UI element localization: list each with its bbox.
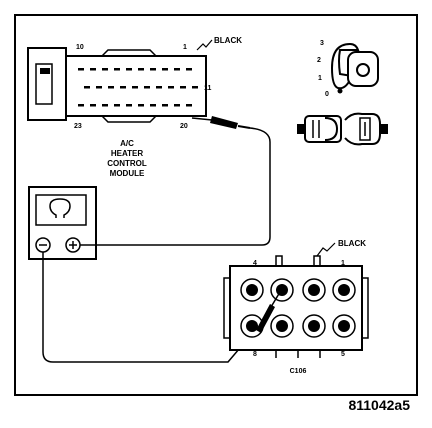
module-pin-slot — [150, 104, 156, 107]
module-pin-slot — [114, 68, 120, 71]
c106-pin-8: 8 — [253, 351, 257, 358]
c106-terminal — [246, 320, 258, 332]
module-pin-11: 11 — [204, 85, 212, 92]
module-pin-23: 23 — [74, 123, 82, 130]
module-pin-slot — [156, 86, 162, 89]
module-pin-slot — [186, 68, 192, 71]
module-name-2: HEATER — [111, 149, 144, 158]
c106-terminal — [276, 284, 288, 296]
c106-pin-4: 4 — [253, 260, 257, 267]
c106-terminal — [246, 284, 258, 296]
module-pin-slot — [180, 86, 186, 89]
connector-disconnect-icon — [297, 112, 388, 146]
c106-terminal — [338, 284, 350, 296]
module-pin-slot — [132, 86, 138, 89]
module-pin-slot — [90, 104, 96, 107]
module-pin-10: 10 — [76, 44, 84, 51]
c106-connector — [223, 255, 369, 358]
module-name-1: A/C — [120, 139, 134, 148]
c106-terminal — [338, 320, 350, 332]
module-pin-slot — [150, 68, 156, 71]
module-pin-slot — [186, 104, 192, 107]
c106-pin-cavities — [240, 278, 356, 338]
c106-wire-leader — [316, 242, 336, 257]
c106-terminal — [308, 320, 320, 332]
c106-pin-1: 1 — [341, 260, 345, 267]
module-pin-slot — [162, 104, 168, 107]
module-pin-slot — [162, 68, 168, 71]
ignition-pos-0: 0 — [325, 91, 329, 98]
negative-test-lead — [42, 252, 263, 363]
minus-terminal-icon — [35, 237, 51, 253]
module-pin-slot — [102, 104, 108, 107]
module-connector — [27, 47, 207, 123]
diagram-frame — [14, 14, 418, 396]
c106-terminal — [308, 284, 320, 296]
module-name-4: MODULE — [110, 169, 145, 178]
ignition-pos-3: 3 — [320, 40, 324, 47]
module-pin-slot — [90, 68, 96, 71]
module-pin-slot — [120, 86, 126, 89]
module-pin-slot — [174, 104, 180, 107]
module-pin-slot — [192, 86, 198, 89]
module-pin-slot — [78, 104, 84, 107]
module-name-3: CONTROL — [107, 159, 147, 168]
module-pin-slot — [138, 68, 144, 71]
c106-probe — [256, 291, 281, 333]
module-pin-slot — [126, 68, 132, 71]
module-pin-slot — [84, 86, 90, 89]
module-wire-color: BLACK — [214, 36, 242, 45]
ignition-pos-1: 1 — [318, 75, 322, 82]
module-pin-rows — [78, 68, 198, 107]
module-pin-slot — [168, 86, 174, 89]
module-pin-slot — [114, 104, 120, 107]
module-wire-leader — [196, 39, 213, 51]
plus-terminal-icon — [65, 237, 81, 253]
ignition-switch-icon — [330, 42, 379, 94]
module-pin-20: 20 — [180, 123, 188, 130]
c106-pin-5: 5 — [341, 351, 345, 358]
c106-label: C106 — [290, 368, 307, 375]
module-pin-slot — [174, 68, 180, 71]
ohm-symbol-icon — [49, 198, 71, 218]
ignition-pos-2: 2 — [317, 57, 321, 64]
module-pin-slot — [138, 104, 144, 107]
module-pin-slot — [78, 68, 84, 71]
module-pin-slot — [126, 104, 132, 107]
module-pin-slot — [108, 86, 114, 89]
figure-id: 811042a5 — [348, 397, 410, 413]
module-pin-slot — [144, 86, 150, 89]
module-pin-1: 1 — [183, 44, 187, 51]
module-pin-slot — [102, 68, 108, 71]
c106-terminal — [276, 320, 288, 332]
positive-test-lead — [80, 127, 271, 246]
module-probe — [191, 116, 251, 129]
module-pin-slot — [96, 86, 102, 89]
c106-wire-color: BLACK — [338, 239, 366, 248]
